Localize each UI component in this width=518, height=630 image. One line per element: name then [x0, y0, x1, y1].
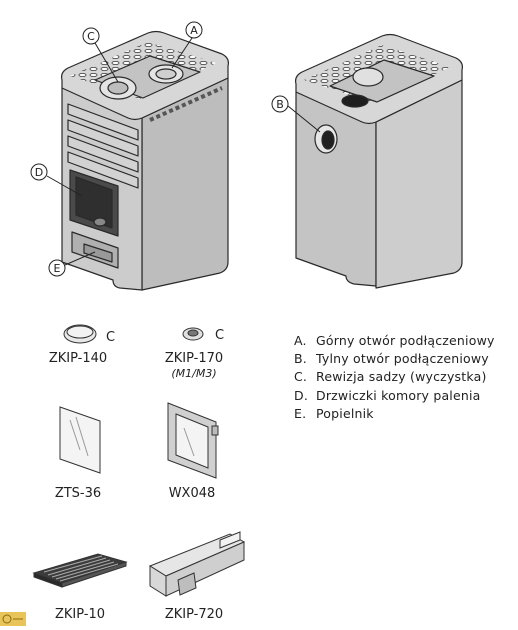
callout-b: B — [276, 98, 284, 111]
zts-36-code: ZTS-36 — [55, 486, 101, 501]
callout-c-circle — [82, 27, 100, 45]
callout-b-circle — [271, 95, 289, 113]
stove-front-view — [61, 30, 229, 291]
stove-rear-view — [295, 33, 463, 289]
callout-a-circle — [185, 21, 203, 39]
zkip-170-note: (M1/M3) — [171, 367, 216, 380]
zkip-170-code: ZKIP-170 — [165, 351, 223, 366]
zkip-170-mark: C — [215, 328, 224, 343]
callout-a: A — [190, 24, 198, 37]
callout-d-circle — [30, 163, 48, 181]
legend-list: A.Górny otwór podłączeniowy B.Tylny otwó… — [294, 332, 495, 423]
zkip-10-grate-icon — [32, 553, 128, 588]
legend-item-c: C.Rewizja sadzy (wyczystka) — [294, 369, 487, 385]
zkip-720-code: ZKIP-720 — [165, 607, 223, 622]
callout-e: E — [54, 262, 61, 275]
callout-e-circle — [48, 259, 66, 277]
callout-c: C — [87, 30, 95, 43]
legend-item-a: A.Górny otwór podłączeniowy — [294, 333, 495, 348]
logo-icon — [0, 612, 26, 626]
wx048-door-icon — [167, 402, 219, 479]
legend-item-e: E.Popielnik — [294, 405, 374, 421]
zkip-720-ashtray-icon — [148, 531, 246, 597]
zkip-170-icon — [182, 327, 204, 341]
zts-36-glass-icon — [59, 406, 101, 474]
zkip-140-mark: C — [106, 330, 115, 345]
callout-d: D — [35, 166, 43, 179]
zkip-140-code: ZKIP-140 — [49, 351, 107, 366]
legend-item-b: B.Tylny otwór podłączeniowy — [294, 351, 489, 367]
legend-item-d: D.Drzwiczki komory palenia — [294, 387, 481, 403]
wx048-code: WX048 — [169, 486, 216, 501]
zkip-10-code: ZKIP-10 — [55, 607, 105, 622]
zkip-140-icon — [63, 324, 97, 344]
callouts — [30, 21, 321, 277]
